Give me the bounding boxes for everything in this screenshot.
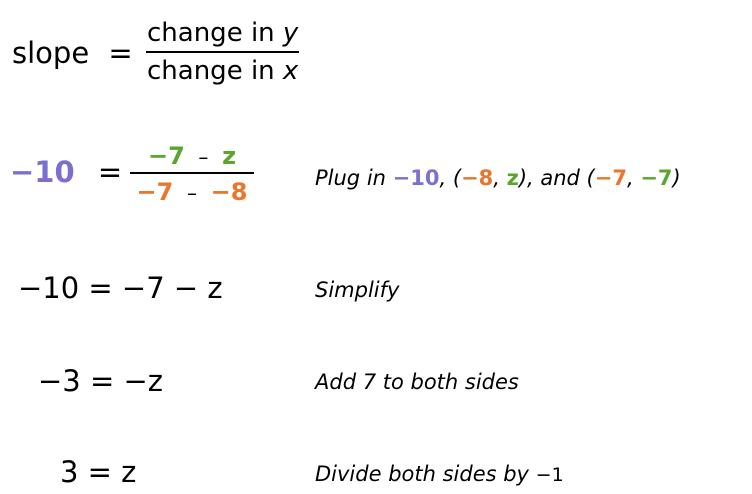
minus-operator: – (198, 145, 209, 169)
denominator-text: change in (147, 56, 283, 86)
numerator-text: change in (147, 18, 283, 48)
step1-fraction: −7 – z −7 – −8 (130, 142, 254, 206)
step1-note: Plug in −10, (−8, z), and (−7, −7) (315, 166, 681, 190)
note-divisor-value: −1 (535, 464, 564, 486)
equals-sign: = (97, 155, 123, 189)
note-text: , ( (439, 166, 462, 190)
denominator-var: x (282, 56, 299, 86)
note-text: , (626, 166, 641, 190)
fraction-bar (146, 51, 300, 53)
note-y2-value: −7 (640, 166, 673, 190)
fraction-denominator: −7 – −8 (137, 178, 248, 206)
y2-value: −7 (147, 142, 185, 170)
fraction-bar (130, 172, 254, 174)
step1-lhs: −10 = (10, 155, 122, 189)
y1-value: z (222, 142, 237, 170)
fraction-numerator: −7 – z (148, 142, 236, 170)
equals-sign: = (108, 36, 133, 70)
formula-lhs: slope = (12, 36, 133, 70)
fraction-denominator: change in x (147, 56, 298, 86)
step3-note: Add 7 to both sides (315, 370, 519, 394)
numerator-var: y (282, 18, 299, 48)
x1-value: −8 (210, 178, 248, 206)
step4-note: Divide both sides by −1 (315, 462, 564, 486)
minus-operator: – (187, 181, 197, 205)
step4-equation: 3 = z (60, 455, 137, 489)
fraction-numerator: change in y (146, 18, 299, 48)
note-text: , (493, 166, 507, 190)
note-slope-value: −10 (392, 166, 440, 190)
note-text: ) (672, 166, 681, 190)
step3-equation: −3 = −z (38, 364, 164, 398)
note-x2-value: −7 (594, 166, 627, 190)
note-text: ), and ( (518, 166, 595, 190)
note-x1-value: −8 (461, 166, 494, 190)
note-text: Divide both sides by (315, 462, 536, 486)
step2-note: Simplify (315, 278, 400, 302)
note-text: Plug in (315, 166, 393, 190)
step2-equation: −10 = −7 − z (18, 271, 223, 305)
slope-word: slope (12, 36, 90, 70)
slope-value: −10 (10, 155, 75, 189)
note-y1-value: z (506, 166, 519, 190)
x2-value: −7 (136, 178, 174, 206)
slope-formula-fraction: change in y change in x (146, 18, 300, 86)
